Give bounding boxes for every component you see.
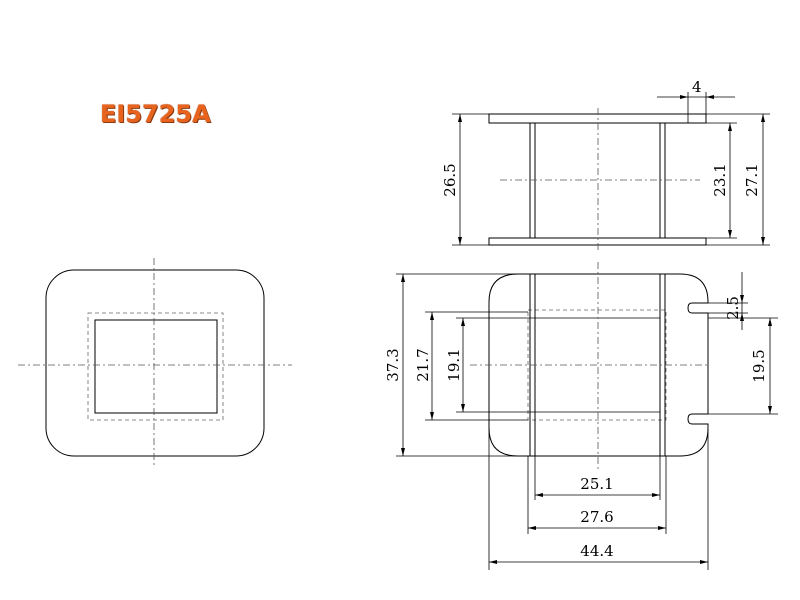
dim-overall-height: 37.3 bbox=[384, 348, 402, 381]
dim-notch: 2.5 bbox=[724, 296, 742, 320]
end-view-outline bbox=[45, 269, 265, 457]
side-view: 4 26.5 23.1 27.1 bbox=[441, 78, 770, 252]
top-flange bbox=[488, 113, 707, 124]
dim-flange-thickness: 4 bbox=[692, 78, 702, 96]
dim-overall-length: 44.4 bbox=[580, 542, 613, 560]
end-view-window-outer bbox=[87, 312, 224, 421]
end-view bbox=[18, 258, 292, 468]
plan-outline bbox=[488, 273, 709, 457]
dim-slot: 19.5 bbox=[750, 349, 768, 382]
end-view-window-inner bbox=[94, 319, 218, 414]
dim-height-left: 26.5 bbox=[441, 163, 459, 196]
dim-middle-length: 27.6 bbox=[580, 508, 613, 526]
dim-window-outer: 21.7 bbox=[414, 348, 432, 381]
dim-height-inner: 23.1 bbox=[711, 163, 729, 196]
dim-height-outer: 27.1 bbox=[743, 163, 761, 196]
dim-window-inner: 19.1 bbox=[445, 348, 463, 381]
part-number-title: EI5725A bbox=[100, 100, 211, 128]
bottom-flange bbox=[488, 237, 707, 246]
plan-view: 37.3 21.7 19.1 2.5 bbox=[384, 262, 778, 570]
dim-inner-length: 25.1 bbox=[580, 475, 613, 493]
